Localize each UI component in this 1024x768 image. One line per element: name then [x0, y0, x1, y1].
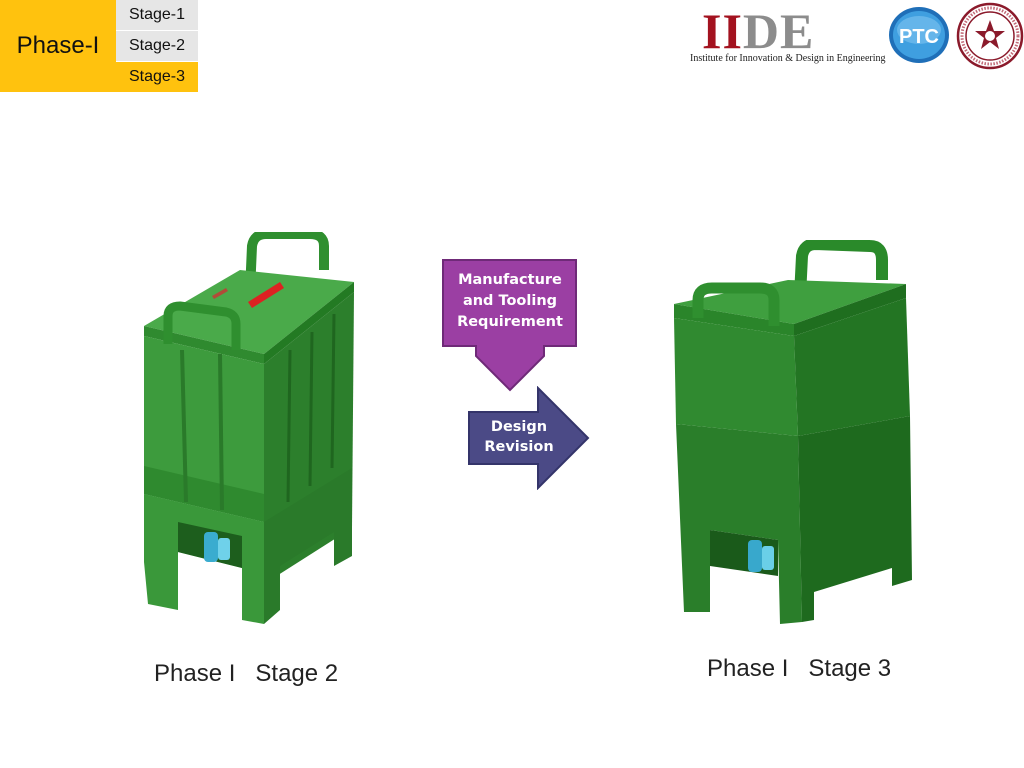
manufacture-tooling-callout: Manufacture and Tooling Requirement	[440, 258, 580, 392]
design-revision-callout: Design Revision	[466, 386, 590, 490]
iide-logo-subtitle: Institute for Innovation & Design in Eng…	[690, 53, 886, 64]
stage-tab-3[interactable]: Stage-3	[116, 62, 198, 92]
caption-phase-1-stage-3: Phase I Stage 3	[707, 655, 892, 682]
ptc-logo-text: PTC	[899, 26, 939, 48]
phase-label: Phase-I	[0, 0, 116, 92]
manufacture-tooling-text: Manufacture and Tooling Requirement	[457, 272, 563, 330]
iide-logo-letters-gray: DE	[742, 3, 815, 59]
design-revision-text: Design Revision	[484, 419, 554, 455]
dispenser-stage-2-image	[144, 232, 354, 624]
iide-logo: IIDE Institute for Innovation & Design i…	[688, 3, 886, 66]
stage-tab-1[interactable]: Stage-1	[116, 0, 198, 30]
iide-logo-letters-red: II	[702, 3, 743, 59]
university-seal-icon	[956, 2, 1024, 70]
ptc-logo: PTC	[889, 7, 949, 63]
dispenser-stage-3-image	[674, 240, 912, 624]
stage-tab-2[interactable]: Stage-2	[116, 31, 198, 61]
right-arrow-callout-shape	[468, 386, 590, 490]
phase-label-text: Phase-I	[16, 32, 100, 59]
caption-phase-1-stage-2: Phase I Stage 2	[154, 660, 339, 687]
down-arrow-callout-shape	[442, 259, 577, 392]
